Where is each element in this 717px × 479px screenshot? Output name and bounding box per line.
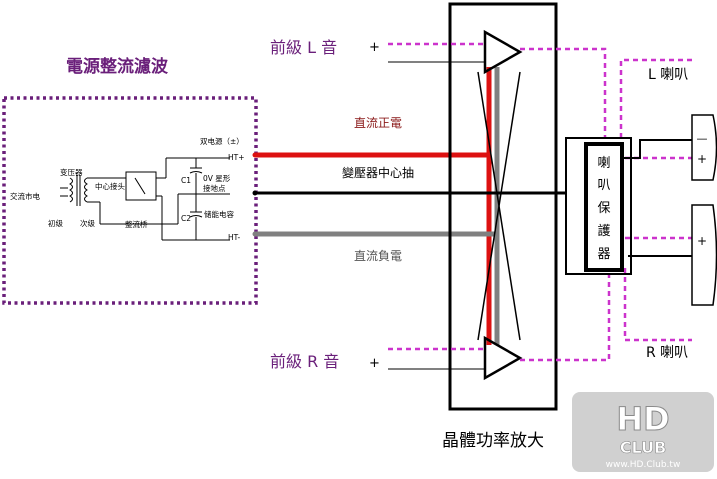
storage-cap-label: 储能电容 [204, 209, 234, 219]
center-tap-wire-label: 變壓器中心抽 [342, 165, 414, 180]
power-supply-box [2, 96, 258, 305]
ht-minus-label: HT- [228, 233, 241, 242]
schematic-labels: 交流市电 变压器 初级 次级 中心接头 整流桥 双电源（±） C1 C2 0V … [10, 136, 245, 242]
rectifier-label: 整流桥 [125, 219, 148, 229]
power-supply-title: 電源整流濾波 [66, 56, 169, 77]
right-input-label: 前級 R 音 [270, 352, 339, 371]
dc-negative-label: 直流負電 [354, 249, 402, 263]
c1-label: C1 [181, 176, 191, 185]
protector-char-5: 器 [597, 247, 610, 262]
left-speaker-minus: — [697, 132, 708, 145]
feedback-right [477, 71, 521, 341]
center-tap-label: 中心接头 [95, 181, 125, 191]
right-speaker-label: R 喇叭 [646, 345, 688, 361]
left-opamp-triangle [483, 29, 523, 75]
power-supply-schematic [60, 157, 230, 241]
secondary-label: 次级 [80, 218, 95, 228]
ac-mains-label: 交流市电 [10, 191, 40, 201]
left-speaker [691, 114, 717, 181]
protector-label: 喇 叭 保 護 器 [597, 156, 610, 262]
hd-club-logo: HD CLUB www.HD.Club.tw [572, 392, 714, 472]
protector-char-3: 保 [597, 201, 610, 216]
transformer-label: 变压器 [60, 167, 83, 177]
right-opamp-triangle [483, 335, 523, 381]
left-speaker-plus: + [697, 152, 707, 166]
left-input-plus: + [369, 40, 380, 55]
right-speaker-plus: + [697, 234, 707, 248]
dc-negative-terminal [252, 231, 258, 237]
primary-label: 初级 [48, 218, 63, 228]
watermark-url: www.HD.Club.tw [606, 460, 681, 470]
protector-char-2: 叭 [597, 178, 610, 193]
dc-positive-label: 直流正電 [354, 116, 402, 130]
protector-char-1: 喇 [597, 156, 610, 171]
left-input-label: 前級 L 音 [270, 38, 337, 57]
right-speaker [691, 204, 717, 306]
svg-text:CLUB: CLUB [620, 438, 667, 457]
zero-v-label-1: 0V 星形 [203, 174, 231, 183]
dc-positive-terminal [252, 152, 258, 158]
amplifier-label: 晶體功率放大 [442, 431, 544, 451]
c2-label: C2 [181, 214, 191, 223]
protector-inner-box [584, 142, 624, 272]
ht-plus-label: HT+ [228, 153, 245, 162]
dual-supply-label: 双电源（±） [200, 136, 244, 146]
zero-v-label-2: 接地点 [203, 183, 226, 193]
right-input-plus: + [369, 356, 380, 371]
left-speaker-label: L 喇叭 [648, 67, 688, 83]
center-tap-terminal [252, 190, 258, 196]
protector-char-4: 護 [597, 223, 610, 239]
protector-outer-box [565, 137, 632, 275]
svg-text:HD: HD [616, 400, 669, 438]
amplifier-box [448, 2, 558, 411]
